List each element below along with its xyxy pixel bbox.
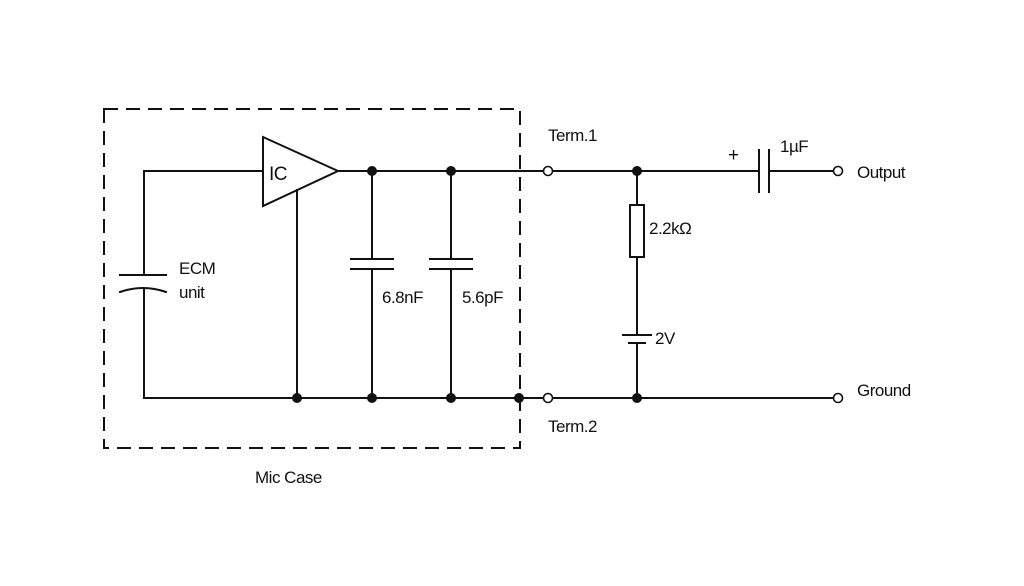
mic-case-boundary [103, 108, 521, 449]
junction-dot [632, 393, 642, 403]
plus-sign: + [728, 145, 739, 166]
term1-terminal [542, 165, 554, 177]
coupling-capacitor-1uf [758, 149, 834, 193]
term2-label: Term.2 [548, 417, 597, 436]
junction-dot [446, 166, 456, 176]
capacitor-5-6pf [429, 170, 473, 399]
junction-dot [632, 166, 642, 176]
term2-terminal [542, 392, 554, 404]
junction-dot [514, 393, 524, 403]
battery-label: 2V [655, 329, 676, 348]
cap1-label: 6.8nF [382, 288, 423, 307]
resistor-2-2kohm [629, 170, 645, 336]
battery-2v [622, 334, 652, 399]
mic-case-label: Mic Case [255, 468, 322, 487]
junction-dot [292, 393, 302, 403]
capacitor-6-8nf [350, 170, 394, 399]
ecm-label-line2: unit [179, 283, 205, 302]
ic-label: IC [269, 164, 287, 185]
cap2-label: 5.6pF [462, 288, 503, 307]
coupling-cap-label: 1µF [780, 137, 808, 156]
output-terminal [832, 165, 844, 177]
ic-amplifier [262, 135, 341, 399]
output-label: Output [857, 163, 906, 182]
resistor-label: 2.2kΩ [649, 219, 691, 238]
ecm-label-line1: ECM [179, 259, 215, 278]
ground-label: Ground [857, 381, 911, 400]
term1-label: Term.1 [548, 126, 597, 145]
ground-terminal [832, 392, 844, 404]
junction-dot [367, 393, 377, 403]
junction-dot [367, 166, 377, 176]
junction-dot [446, 393, 456, 403]
ecm-unit-symbol [118, 170, 264, 399]
